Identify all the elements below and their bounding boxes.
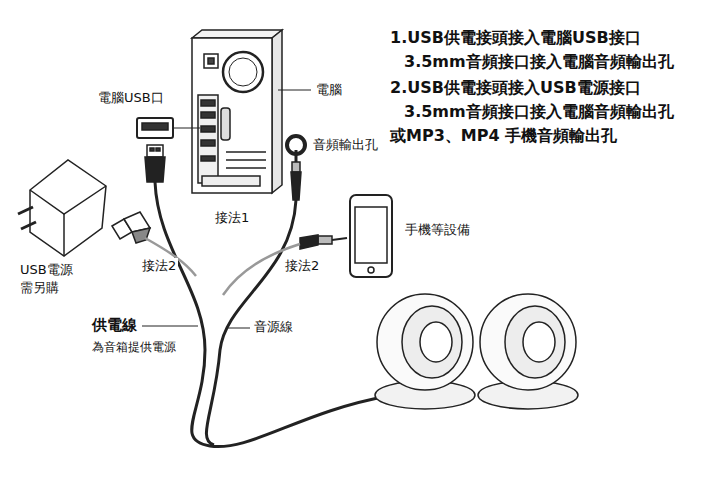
part-label: 電腦 [314,82,344,98]
part-label: 音頻輸出孔 [311,137,380,153]
instruction-text: 1.USB供電接頭接入電腦USB接口 [388,28,643,47]
part-label: 電腦USB口 [96,90,166,106]
method-label: 接法1 [213,210,251,226]
note-label: 需另購 [18,280,61,296]
part-label: USB電源 [18,262,75,278]
cable-label: 供電線 [90,316,139,334]
instruction-text: 3.5mm音頻接口接入電腦音頻輸出孔 [402,102,676,121]
part-label: 手機等設備 [403,222,472,238]
note-label: 為音箱提供電源 [90,340,178,354]
instruction-text: 或MP3、MP4 手機音頻輸出孔 [388,126,619,145]
method-label: 接法2 [140,258,178,274]
method-label: 接法2 [283,258,321,274]
cable-label: 音源線 [252,319,295,335]
instruction-text: 2.USB供電接頭接入USB電源接口 [388,78,643,97]
instruction-text: 3.5mm音頻接口接入電腦音頻輸出孔 [402,52,676,71]
